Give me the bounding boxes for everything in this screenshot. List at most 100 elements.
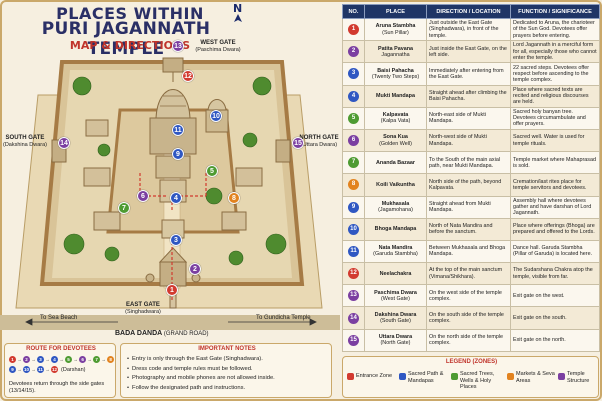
map-marker-1[interactable]: 1 xyxy=(166,284,178,296)
route-step-5: 5 xyxy=(65,356,73,363)
note-item: Follow the designated path and instructi… xyxy=(127,384,329,394)
route-arrow-icon: → xyxy=(30,366,38,372)
note-item: Photography and mobile phones are not al… xyxy=(127,374,329,384)
place-cell: Bhoga Mandapa xyxy=(364,217,427,241)
map-marker-2[interactable]: 2 xyxy=(189,263,201,275)
direction-cell: Just outside the East Gate (Singhadwara)… xyxy=(426,17,511,42)
map-marker-10[interactable]: 10 xyxy=(210,110,222,122)
row-number-cell: 1 xyxy=(342,17,365,42)
function-cell: Sacred well. Water is used for temple ri… xyxy=(510,128,600,153)
table-row: 1 Aruna Stambha(Sun Pillar)Just outside t… xyxy=(342,17,600,42)
function-cell: Cremation/last rites place for temple se… xyxy=(510,173,600,197)
place-cell: Baisi Pahacha(Twenty Two Steps) xyxy=(364,62,427,86)
gundicha-label: To Gundicha Temple xyxy=(256,315,311,321)
row-number-badge: 1 xyxy=(348,24,359,36)
map-marker-5[interactable]: 5 xyxy=(206,165,218,177)
legend-title: LEGEND (ZONES) xyxy=(445,359,498,365)
map-marker-3[interactable]: 3 xyxy=(170,234,182,246)
row-number-cell: 10 xyxy=(342,217,365,241)
east-gate-label: EAST GATE(Singhadwara) xyxy=(125,302,161,315)
west-gate-label: WEST GATE(Paschima Dwara) xyxy=(195,40,241,53)
route-arrow-icon: → xyxy=(58,357,66,362)
map-marker-7[interactable]: 7 xyxy=(118,202,130,214)
map-marker-14[interactable]: 14 xyxy=(58,137,70,149)
place-alt-name: (North Gate) xyxy=(380,340,411,347)
header-direction: DIRECTION / LOCATION xyxy=(426,4,511,19)
map-marker-12[interactable]: 12 xyxy=(182,70,194,82)
mandapa-icon xyxy=(155,155,191,179)
place-name: Nata Mandira xyxy=(378,245,413,252)
route-darshan-label: (Darshan) xyxy=(61,366,86,373)
building-icon xyxy=(93,211,121,231)
map-marker-8[interactable]: 8 xyxy=(228,192,240,204)
map-marker-6[interactable]: 6 xyxy=(137,190,149,202)
notes-title: IMPORTANT NOTES xyxy=(198,346,256,352)
map-marker-15[interactable]: 15 xyxy=(292,137,304,149)
row-number-badge: 13 xyxy=(348,290,359,302)
map-marker-4[interactable]: 4 xyxy=(170,192,182,204)
function-cell: Lord Jagannath in a merciful form for al… xyxy=(510,40,600,64)
row-number-badge: 12 xyxy=(348,268,359,280)
legend-swatch-markets xyxy=(507,373,514,380)
function-cell: Assembly hall where devotees gather and … xyxy=(510,195,600,219)
page-title-line1: PLACES WITHIN xyxy=(56,4,204,23)
map-marker-13[interactable]: 13 xyxy=(172,40,184,52)
route-sequence: 1 → 2 → 3 → 4 → 5 → 6 → 7 → 8 9 → 10 → 1… xyxy=(9,355,115,375)
function-cell: The Sudarshana Chakra atop the temple, v… xyxy=(510,262,600,286)
place-cell: Koili Vaikuntha xyxy=(364,173,427,197)
row-number-cell: 9 xyxy=(342,195,365,219)
route-arrow-icon: → xyxy=(86,357,94,362)
direction-cell: On the west side of the temple complex. xyxy=(426,284,511,308)
route-arrow-icon: → xyxy=(72,357,80,362)
legend-item-entrance: Entrance Zone xyxy=(356,373,393,379)
place-name: Kalpavata xyxy=(382,112,409,119)
west-gate-icon xyxy=(162,57,184,73)
row-number-badge: 5 xyxy=(348,112,359,124)
direction-cell: To the South of the main axial path, nea… xyxy=(426,151,511,175)
row-number-cell: 3 xyxy=(342,62,365,86)
map-marker-11[interactable]: 11 xyxy=(172,124,184,136)
place-cell: Neelachakra xyxy=(364,262,427,286)
place-alt-name: (Garuda Stambha) xyxy=(373,251,418,258)
place-name: Sona Kua xyxy=(383,134,408,141)
row-number-cell: 6 xyxy=(342,128,365,153)
function-cell: Temple market where Mahaprasad is sold. xyxy=(510,151,600,175)
route-row-1: 1 → 2 → 3 → 4 → 5 → 6 → 7 → 8 xyxy=(9,355,115,365)
place-name: Aruna Stambha xyxy=(375,23,416,30)
route-arrow-icon: → xyxy=(100,357,108,362)
place-cell: Mukti Mandapa xyxy=(364,84,427,108)
function-cell: Place where sacred texts are recited and… xyxy=(510,84,600,108)
row-number-badge: 15 xyxy=(348,334,359,346)
compass-label: N xyxy=(233,2,243,15)
direction-cell: Straight ahead after climbing the Baisi … xyxy=(426,84,511,108)
route-arrow-icon: → xyxy=(30,357,38,362)
place-name: Ananda Bazaar xyxy=(376,159,415,166)
place-name: Baisi Pahacha xyxy=(377,67,414,74)
main-temple-icon xyxy=(149,62,197,155)
route-arrow-icon: → xyxy=(44,357,52,362)
place-alt-name: (Golden Well) xyxy=(379,140,412,147)
direction-cell: At the top of the main sanctum (Vimana/S… xyxy=(426,262,511,286)
route-step-8: 8 xyxy=(107,356,115,363)
row-number-cell: 4 xyxy=(342,84,365,108)
legend-item-structure: Temple Structure xyxy=(567,371,590,384)
function-cell: 22 sacred steps. Devotees offer respect … xyxy=(510,62,600,86)
row-number-badge: 7 xyxy=(348,157,359,169)
place-alt-name: (Kalpa Vata) xyxy=(380,118,411,125)
legend-swatch-sacred-path xyxy=(399,373,406,380)
function-cell: Sacred holy banyan tree. Devotees circum… xyxy=(510,106,600,130)
legend-item-sacred-path: Sacred Path & Mandapas xyxy=(408,371,444,384)
route-step-10: 10 xyxy=(23,365,31,373)
place-alt-name: (West Gate) xyxy=(381,295,410,302)
place-cell: Paschima Dwara(West Gate) xyxy=(364,284,427,308)
route-arrow-icon: → xyxy=(44,366,52,372)
row-number-badge: 2 xyxy=(348,46,359,58)
place-cell: Aruna Stambha(Sun Pillar) xyxy=(364,17,427,42)
route-title: ROUTE FOR DEVOTEES xyxy=(26,346,96,352)
route-row-2: 9 → 10 → 11 → 12(Darshan) xyxy=(9,365,115,375)
map-marker-9[interactable]: 9 xyxy=(172,148,184,160)
